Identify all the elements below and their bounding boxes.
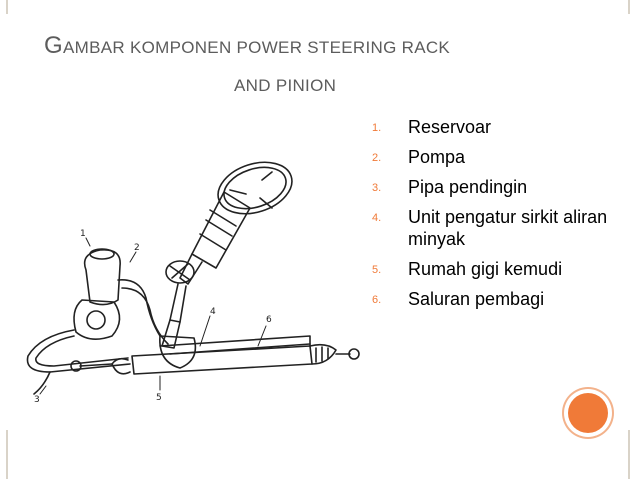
list-item-text: Pipa pendingin (408, 177, 528, 197)
frame-line-bottom-right (628, 430, 630, 479)
callout-label: 2 (134, 243, 140, 253)
callout-label: 4 (210, 307, 216, 317)
list-item-text: Reservoar (408, 117, 492, 137)
frame-line-top-left (6, 0, 8, 14)
frame-line-bottom-left (6, 430, 8, 479)
callout-label: 1 (80, 229, 86, 239)
list-item-number: 5. (372, 264, 382, 276)
list-item-number: 4. (372, 212, 382, 224)
pump (73, 299, 121, 340)
list-item: 3. Pipa pendingin (372, 176, 622, 198)
title-initial: G (44, 32, 63, 59)
list-item-text: Rumah gigi kemudi (408, 259, 563, 279)
list-item-number: 2. (372, 152, 382, 164)
list-item: 5. Rumah gigi kemudi (372, 258, 622, 280)
component-list: 1. Reservoar 2. Pompa 3. Pipa pendingin 4. U… (372, 116, 622, 318)
callout-label: 6 (266, 315, 272, 325)
list-item-text: Pompa (408, 147, 466, 167)
power-steering-diagram: 1 2 3 4 5 6 (26, 161, 360, 405)
list-item-text: Saluran pembagi (408, 289, 545, 309)
steering-wheel (217, 161, 293, 215)
list-item-text: Unit pengatur sirkit aliran minyak (408, 207, 608, 249)
list-item: 6. Saluran pembagi (372, 288, 622, 310)
slide-title: GAMBAR KOMPONEN POWER STEERING RACK AND … (44, 34, 564, 98)
list-item-number: 6. (372, 294, 382, 306)
callout-label: 5 (156, 393, 162, 403)
steering-column (191, 191, 251, 269)
list-item: 4. Unit pengatur sirkit aliran minyak (372, 206, 622, 250)
list-item: 2. Pompa (372, 146, 622, 168)
title-line-2: AND PINION (234, 76, 337, 95)
list-item-number: 1. (372, 122, 382, 134)
title-line-1: AMBAR KOMPONEN POWER STEERING RACK (62, 38, 451, 57)
list-item-number: 3. (372, 182, 382, 194)
callout-label: 3 (34, 395, 40, 405)
frame-line-top-right (628, 0, 630, 14)
reservoir (83, 249, 121, 306)
list-item: 1. Reservoar (372, 116, 622, 138)
decorative-orange-circle (568, 393, 608, 433)
